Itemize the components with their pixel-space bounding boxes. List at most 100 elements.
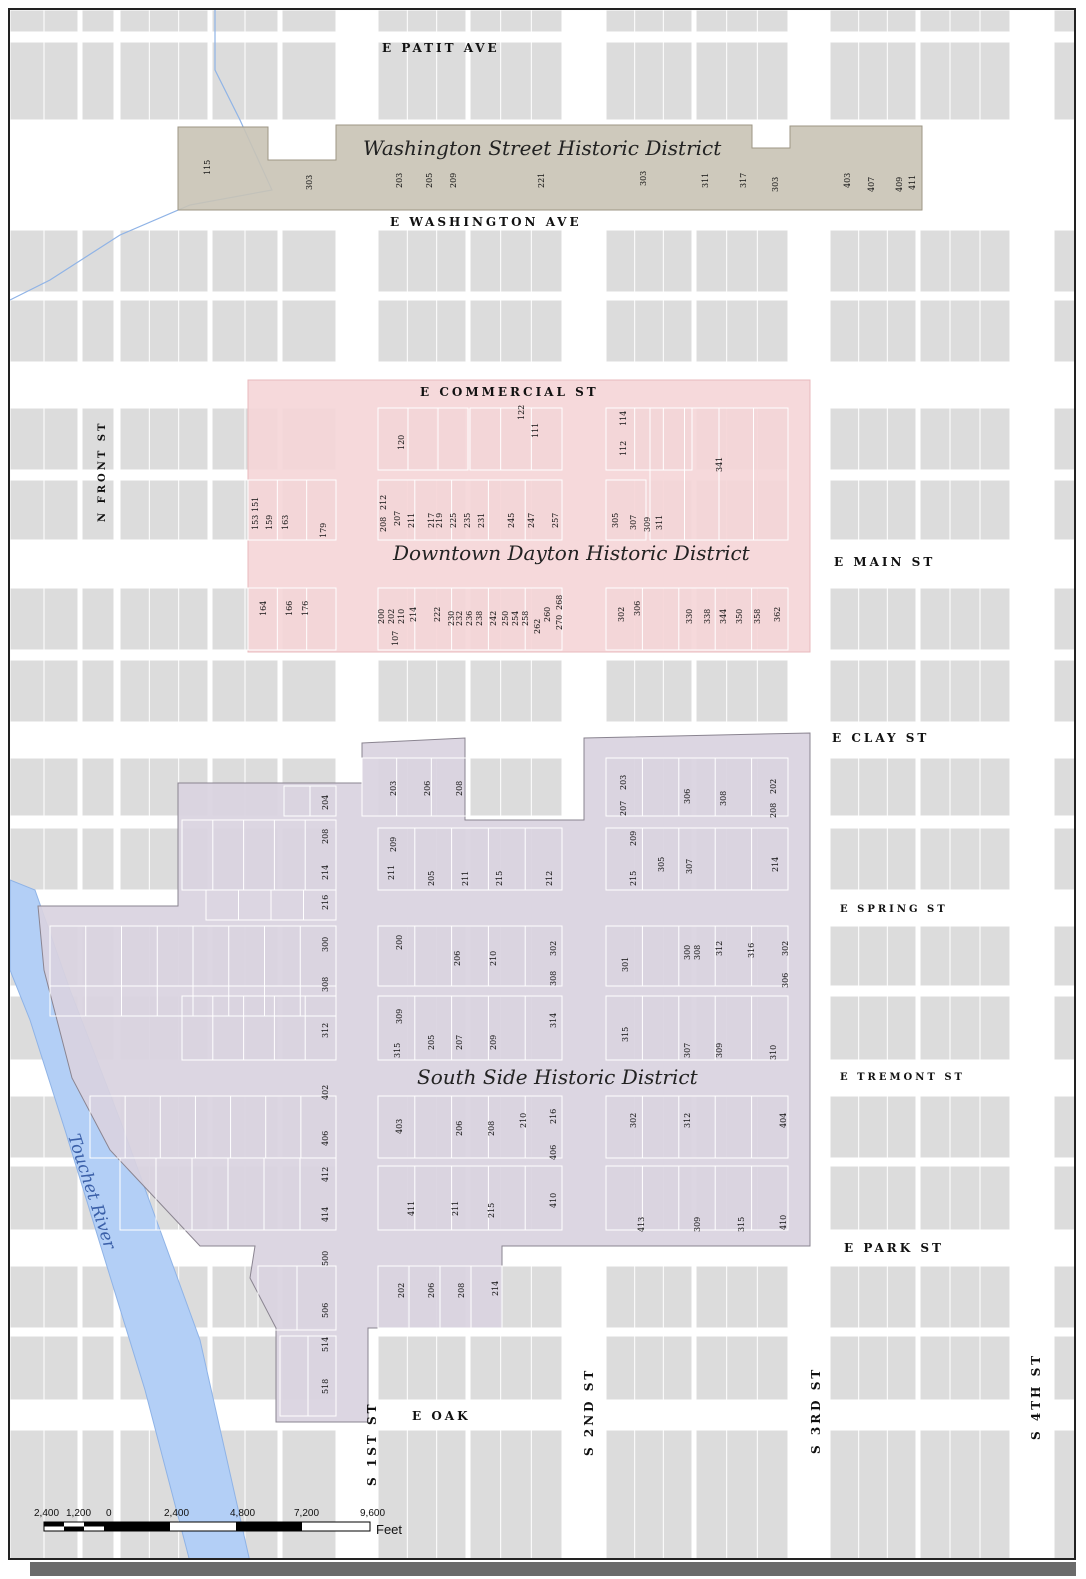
parcel — [605, 1429, 693, 1558]
parcel — [119, 41, 209, 121]
address-label: 206 — [423, 781, 432, 796]
district-parcel — [181, 995, 337, 1061]
street-label-e-washington-ave: E WASHINGTON AVE — [390, 215, 582, 229]
parcel — [829, 1165, 917, 1231]
street-label-e-oak: E OAK — [412, 1409, 471, 1423]
parcel — [469, 299, 563, 363]
district-label-south-side: South Side Historic District — [417, 1065, 699, 1089]
address-label: 309 — [395, 1009, 404, 1024]
address-label: 214 — [409, 607, 418, 622]
address-label: 314 — [549, 1013, 558, 1028]
parcel — [605, 229, 693, 293]
district-parcel — [377, 995, 563, 1061]
address-label: 208 — [457, 1283, 466, 1298]
address-label: 204 — [321, 795, 330, 810]
parcel — [919, 1165, 1011, 1231]
parcel — [469, 659, 563, 723]
address-label: 219 — [435, 513, 444, 528]
district-parcel — [377, 407, 469, 471]
parcel — [119, 479, 209, 541]
parcel — [81, 41, 115, 121]
parcel — [469, 41, 563, 121]
address-label: 202 — [387, 609, 396, 624]
address-label: 303 — [771, 177, 780, 192]
address-label: 159 — [265, 515, 274, 530]
district-parcel-layer — [49, 407, 789, 1417]
address-label: 309 — [693, 1217, 702, 1232]
parcel — [81, 659, 115, 723]
parcel — [605, 10, 693, 33]
address-label: 207 — [393, 511, 402, 526]
parcel — [695, 1335, 789, 1401]
street-label-s-2nd-st: S 2ND ST — [582, 1368, 596, 1456]
parcel — [1053, 1165, 1074, 1231]
parcel — [829, 41, 917, 121]
address-label: 151 — [251, 497, 260, 512]
address-label: 303 — [305, 175, 314, 190]
parcel — [919, 827, 1011, 891]
address-label: 202 — [397, 1283, 406, 1298]
address-label: 312 — [715, 941, 724, 956]
bottom-bar — [30, 1562, 1076, 1576]
parcel — [605, 659, 693, 723]
parcel — [695, 659, 789, 723]
district-parcel — [605, 995, 789, 1061]
district-parcel — [247, 587, 337, 651]
street-label-s-3rd-st: S 3RD ST — [809, 1367, 823, 1454]
address-label: 409 — [895, 177, 904, 192]
district-parcel — [605, 757, 789, 817]
parcel — [469, 1429, 563, 1558]
parcel — [377, 41, 467, 121]
address-label: 216 — [549, 1109, 558, 1124]
address-label: 203 — [395, 173, 404, 188]
scale-segment — [84, 1522, 104, 1527]
address-label: 302 — [781, 941, 790, 956]
parcel — [829, 479, 917, 541]
parcel — [377, 299, 467, 363]
address-label: 210 — [397, 609, 406, 624]
parcel — [1053, 757, 1074, 817]
address-label: 362 — [773, 607, 782, 622]
address-label: 311 — [655, 515, 664, 530]
parcel — [469, 229, 563, 293]
address-label: 308 — [693, 945, 702, 960]
address-label: 403 — [843, 173, 852, 188]
address-label: 402 — [321, 1085, 330, 1100]
address-label: 260 — [543, 607, 552, 622]
parcel — [1053, 1335, 1074, 1401]
street-label-e-tremont-st: E TREMONT ST — [840, 1072, 965, 1083]
parcel — [81, 757, 115, 817]
parcel — [377, 10, 467, 33]
parcel — [81, 479, 115, 541]
address-label: 153 — [251, 515, 260, 530]
parcel — [281, 659, 337, 723]
parcel — [1053, 407, 1074, 471]
parcel — [377, 1335, 467, 1401]
parcel — [829, 1335, 917, 1401]
parcel — [695, 10, 789, 33]
address-label: 407 — [867, 177, 876, 192]
address-label: 208 — [455, 781, 464, 796]
address-label: 214 — [771, 857, 780, 872]
address-label: 225 — [449, 513, 458, 528]
parcel — [81, 1335, 115, 1401]
address-label: 215 — [495, 871, 504, 886]
street-label-e-spring-st: E SPRING ST — [840, 904, 948, 915]
street-label-e-patit-ave: E PATIT AVE — [382, 41, 500, 55]
parcel — [829, 229, 917, 293]
address-label: 206 — [455, 1121, 464, 1136]
address-label: 350 — [735, 609, 744, 624]
parcel — [1053, 1095, 1074, 1159]
address-label: 518 — [321, 1379, 330, 1394]
district-parcel — [361, 757, 467, 817]
address-label: 208 — [379, 517, 388, 532]
scale-segment — [64, 1526, 84, 1531]
address-label: 250 — [501, 611, 510, 626]
parcel — [695, 1265, 789, 1329]
scale-tick-label: 4,800 — [230, 1508, 255, 1519]
address-label: 300 — [683, 945, 692, 960]
map-canvas[interactable]: E PATIT AVE E WASHINGTON AVE E COMMERCIA… — [10, 10, 1076, 1560]
address-label: 238 — [475, 611, 484, 626]
address-label: 302 — [629, 1113, 638, 1128]
address-label: 245 — [507, 513, 516, 528]
